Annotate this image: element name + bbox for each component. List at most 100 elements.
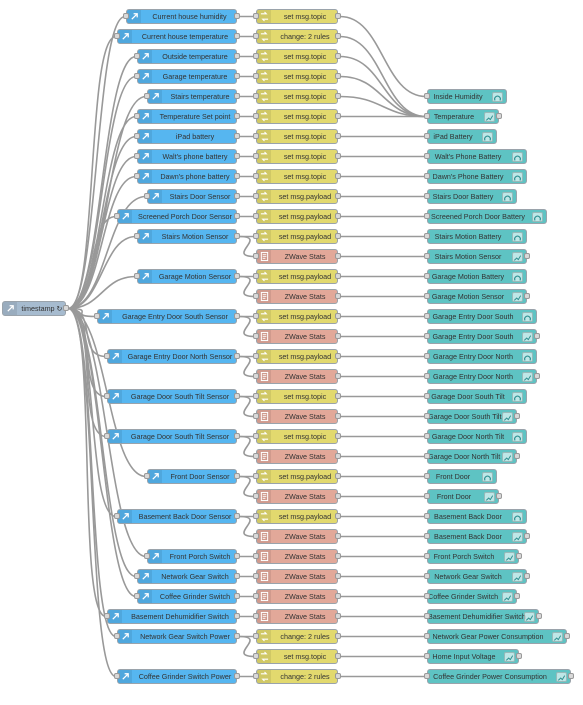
node-output-port[interactable]	[335, 253, 341, 259]
mqtt-output-port[interactable]	[234, 473, 240, 479]
change-node-32[interactable]: change: 2 rules	[256, 629, 338, 644]
dashboard-node-30[interactable]: Coffee Grinder Power Consumption	[427, 669, 571, 684]
node-output-port[interactable]	[335, 413, 341, 419]
dashboard-output-port[interactable]	[496, 113, 502, 119]
node-output-port[interactable]	[335, 673, 341, 679]
mqtt-output-port[interactable]	[234, 273, 240, 279]
mqtt-input-port[interactable]	[114, 513, 120, 519]
mqtt-output-port[interactable]	[234, 673, 240, 679]
mqtt-in-node-3[interactable]: Outside temperature	[137, 49, 237, 64]
node-input-port[interactable]	[253, 593, 259, 599]
dashboard-output-port[interactable]	[516, 653, 522, 659]
mqtt-output-port[interactable]	[234, 33, 240, 39]
mqtt-input-port[interactable]	[144, 93, 150, 99]
mqtt-output-port[interactable]	[234, 313, 240, 319]
node-input-port[interactable]	[253, 393, 259, 399]
node-input-port[interactable]	[253, 673, 259, 679]
function-node-28[interactable]: ZWave Stats	[256, 549, 338, 564]
mqtt-in-node-19[interactable]: Basement Back Door Sensor	[117, 509, 237, 524]
node-input-port[interactable]	[253, 333, 259, 339]
mqtt-in-node-5[interactable]: Stairs temperature	[147, 89, 237, 104]
mqtt-in-node-1[interactable]: Current house humidity	[126, 9, 237, 24]
mqtt-input-port[interactable]	[134, 133, 140, 139]
mqtt-output-port[interactable]	[234, 73, 240, 79]
node-output-port[interactable]	[335, 433, 341, 439]
mqtt-in-node-18[interactable]: Front Door Sensor	[147, 469, 237, 484]
dashboard-input-port[interactable]	[424, 593, 430, 599]
dashboard-node-19[interactable]: Garage Door North Tilt	[427, 449, 517, 464]
dashboard-node-8[interactable]: Stairs Motion Battery	[427, 229, 527, 244]
node-output-port[interactable]	[335, 173, 341, 179]
node-input-port[interactable]	[253, 53, 259, 59]
node-output-port[interactable]	[335, 593, 341, 599]
mqtt-output-port[interactable]	[234, 113, 240, 119]
node-input-port[interactable]	[253, 513, 259, 519]
dashboard-input-port[interactable]	[424, 393, 430, 399]
dashboard-node-9[interactable]: Stairs Motion Sensor	[427, 249, 527, 264]
dashboard-output-port[interactable]	[524, 533, 530, 539]
node-output-port[interactable]	[335, 213, 341, 219]
node-output-port[interactable]	[335, 133, 341, 139]
mqtt-in-node-12[interactable]: Stairs Motion Sensor	[137, 229, 237, 244]
mqtt-in-node-25[interactable]: Coffee Grinder Switch Power	[117, 669, 237, 684]
node-input-port[interactable]	[253, 73, 259, 79]
dashboard-node-13[interactable]: Garage Entry Door South	[427, 329, 537, 344]
change-node-14[interactable]: set msg.payload	[256, 269, 338, 284]
dashboard-node-12[interactable]: Garage Entry Door South	[427, 309, 537, 324]
mqtt-in-node-4[interactable]: Garage temperature	[137, 69, 237, 84]
dashboard-input-port[interactable]	[424, 153, 430, 159]
node-input-port[interactable]	[253, 313, 259, 319]
dashboard-input-port[interactable]	[424, 433, 430, 439]
dashboard-input-port[interactable]	[424, 493, 430, 499]
function-node-13[interactable]: ZWave Stats	[256, 249, 338, 264]
mqtt-output-port[interactable]	[234, 153, 240, 159]
mqtt-in-node-9[interactable]: Dawn's phone battery	[137, 169, 237, 184]
node-input-port[interactable]	[253, 133, 259, 139]
change-node-4[interactable]: set msg.topic	[256, 69, 338, 84]
mqtt-output-port[interactable]	[234, 573, 240, 579]
dashboard-input-port[interactable]	[424, 533, 430, 539]
node-output-port[interactable]	[335, 193, 341, 199]
mqtt-output-port[interactable]	[234, 233, 240, 239]
function-node-30[interactable]: ZWave Stats	[256, 589, 338, 604]
mqtt-output-port[interactable]	[234, 93, 240, 99]
change-node-18[interactable]: set msg.payload	[256, 349, 338, 364]
node-input-port[interactable]	[253, 373, 259, 379]
node-output-port[interactable]	[335, 533, 341, 539]
dashboard-output-port[interactable]	[564, 633, 570, 639]
node-input-port[interactable]	[253, 273, 259, 279]
dashboard-input-port[interactable]	[424, 553, 430, 559]
mqtt-input-port[interactable]	[134, 233, 140, 239]
function-node-19[interactable]: ZWave Stats	[256, 369, 338, 384]
mqtt-output-port[interactable]	[234, 553, 240, 559]
node-output-port[interactable]	[335, 393, 341, 399]
dashboard-output-port[interactable]	[534, 333, 540, 339]
change-node-26[interactable]: set msg.payload	[256, 509, 338, 524]
dashboard-input-port[interactable]	[424, 373, 430, 379]
mqtt-in-node-23[interactable]: Basement Dehumidifier Switch	[107, 609, 237, 624]
dashboard-node-4[interactable]: Walt's Phone Battery	[427, 149, 527, 164]
node-output-port[interactable]	[335, 453, 341, 459]
node-input-port[interactable]	[253, 213, 259, 219]
node-input-port[interactable]	[253, 473, 259, 479]
node-output-port[interactable]	[335, 113, 341, 119]
dashboard-node-7[interactable]: Screened Porch Door Battery	[427, 209, 547, 224]
function-node-31[interactable]: ZWave Stats	[256, 609, 338, 624]
mqtt-in-node-6[interactable]: Temperature Set point	[137, 109, 237, 124]
dashboard-node-16[interactable]: Garage Door South Tilt	[427, 389, 527, 404]
node-input-port[interactable]	[253, 153, 259, 159]
node-input-port[interactable]	[253, 33, 259, 39]
dashboard-input-port[interactable]	[424, 673, 430, 679]
mqtt-input-port[interactable]	[104, 393, 110, 399]
node-input-port[interactable]	[253, 93, 259, 99]
dashboard-input-port[interactable]	[424, 273, 430, 279]
dashboard-node-22[interactable]: Basement Back Door	[427, 509, 527, 524]
node-output-port[interactable]	[335, 153, 341, 159]
dashboard-output-port[interactable]	[568, 673, 574, 679]
node-input-port[interactable]	[253, 413, 259, 419]
dashboard-node-17[interactable]: Garage Door South Tilt	[427, 409, 517, 424]
change-node-9[interactable]: set msg.topic	[256, 169, 338, 184]
mqtt-input-port[interactable]	[144, 473, 150, 479]
node-input-port[interactable]	[253, 113, 259, 119]
node-output-port[interactable]	[335, 553, 341, 559]
